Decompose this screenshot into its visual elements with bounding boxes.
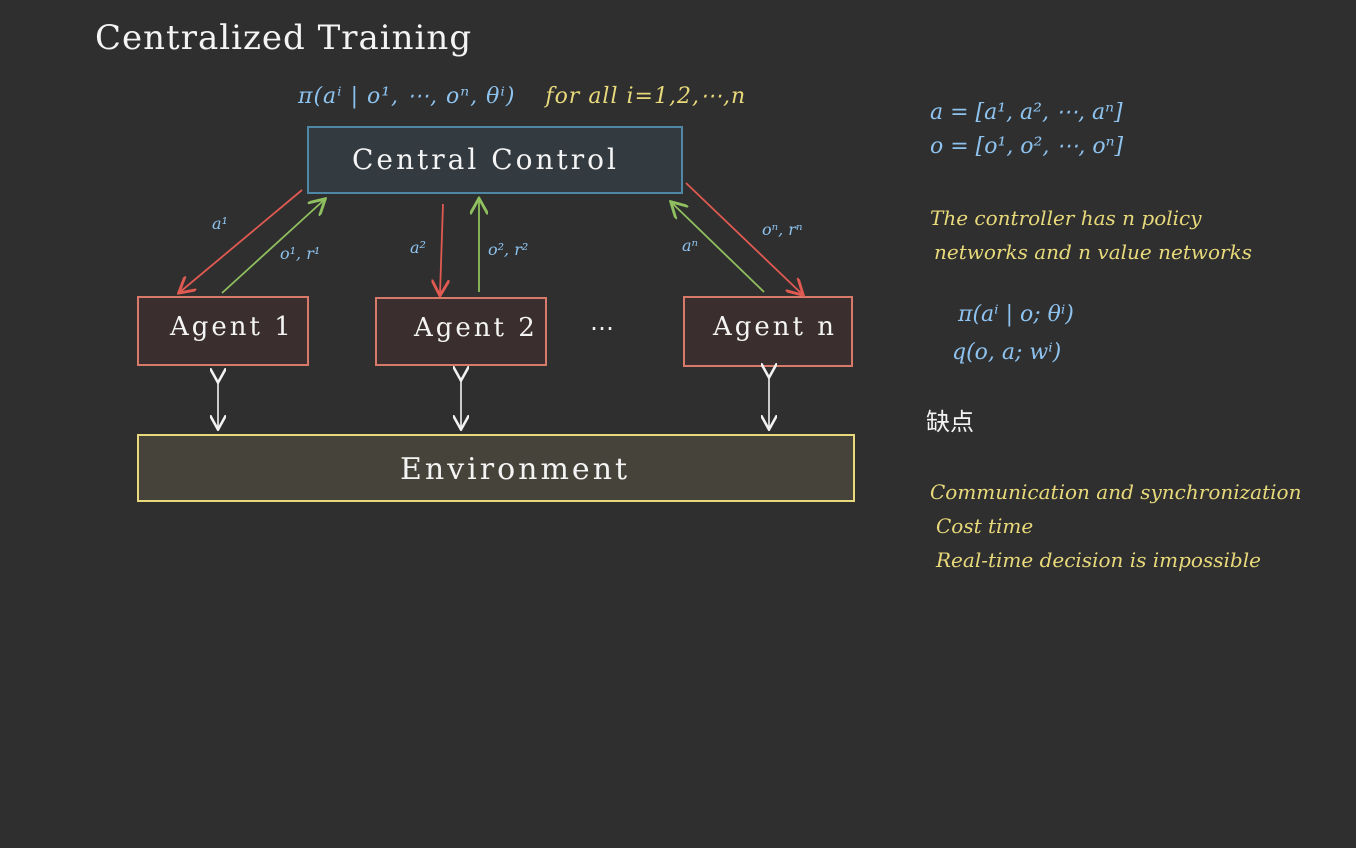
environment-label: Environment [400, 452, 631, 487]
edge-label-action-2: a² [410, 238, 426, 257]
agent-2-box [375, 297, 547, 366]
central-control-box [307, 126, 683, 194]
note-policy-network: π(aⁱ | o; θⁱ) [958, 302, 1074, 327]
policy-formula-expr: π(aⁱ | o¹, ⋯, oⁿ, θⁱ) [298, 84, 516, 109]
agent-2-label: Agent 2 [414, 313, 538, 343]
policy-formula: π(aⁱ | o¹, ⋯, oⁿ, θⁱ) for all i=1,2,⋯,n [298, 84, 746, 109]
arrow-action-agent-1 [180, 189, 303, 292]
note-controller-line2: networks and n value networks [934, 240, 1252, 264]
note-a-definition: a = [a¹, a², ⋯, aⁿ] [930, 100, 1123, 125]
edge-label-action-1: a¹ [212, 214, 228, 233]
note-value-network: q(o, a; wⁱ) [952, 340, 1062, 365]
agents-ellipsis: ⋯ [590, 314, 614, 342]
note-controller-line1: The controller has n policy [930, 206, 1202, 230]
agent-1-label: Agent 1 [170, 312, 294, 342]
note-drawback-3: Real-time decision is impossible [936, 548, 1261, 572]
arrow-action-agent-2 [440, 203, 443, 294]
policy-formula-range: for all i=1,2,⋯,n [545, 84, 747, 109]
edge-label-feedback-n: oⁿ, rⁿ [762, 220, 803, 239]
note-drawback-1: Communication and synchronization [930, 480, 1302, 504]
arrow-feedback-agent-1 [221, 200, 324, 294]
diagram-title: Centralized Training [95, 18, 473, 58]
agent-n-label: Agent n [713, 312, 838, 342]
edge-label-feedback-2: o², r² [488, 240, 529, 259]
agent-1-box [137, 296, 309, 366]
note-o-definition: o = [o¹, o², ⋯, oⁿ] [930, 134, 1124, 159]
edge-label-feedback-1: o¹, r¹ [280, 244, 321, 263]
note-drawbacks-heading: 缺点 [926, 408, 974, 436]
edge-label-action-n: aⁿ [682, 236, 699, 255]
arrow-feedback-agent-n [672, 203, 765, 293]
note-drawback-2: Cost time [936, 514, 1034, 538]
environment-box [137, 434, 855, 502]
agent-n-box [683, 296, 853, 367]
central-control-label: Central Control [352, 143, 619, 176]
arrow-action-agent-n [685, 182, 802, 294]
